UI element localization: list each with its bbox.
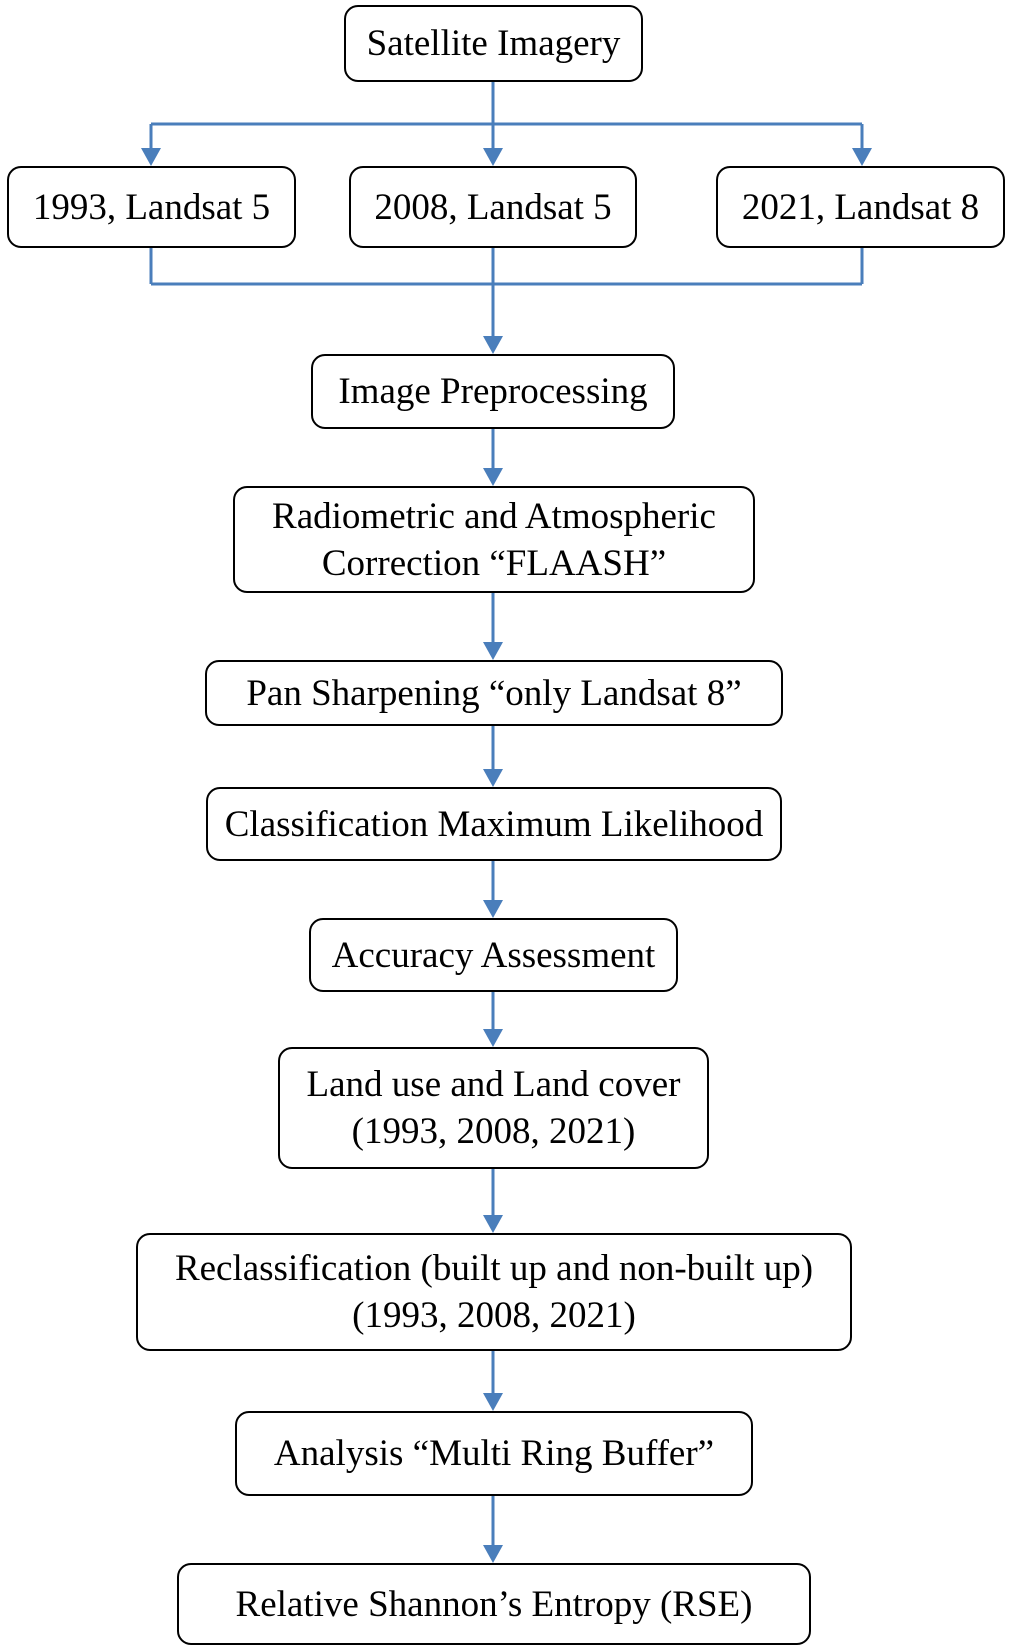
- pan-sharpening-box: Pan Sharpening “only Landsat 8”: [205, 660, 783, 726]
- arrowhead-to-2021: [852, 148, 872, 166]
- arrowhead-to-2008: [483, 148, 503, 166]
- relative-shannon-entropy-box: Relative Shannon’s Entropy (RSE): [177, 1563, 811, 1645]
- multi-ring-buffer-label: Analysis “Multi Ring Buffer”: [273, 1433, 715, 1474]
- landsat-2008-label: 2008, Landsat 5: [374, 186, 612, 228]
- radiometric-correction-box: Radiometric and Atmospheric Correction “…: [233, 486, 755, 593]
- arrowhead-to-analysis: [483, 1393, 503, 1411]
- landsat-2008-box: 2008, Landsat 5: [349, 166, 637, 248]
- accuracy-assessment-label: Accuracy Assessment: [331, 934, 656, 976]
- pan-sharpening-label: Pan Sharpening “only Landsat 8”: [246, 672, 742, 714]
- arrowhead-to-landuse: [483, 1029, 503, 1047]
- reclassification-line2: (1993, 2008, 2021): [352, 1295, 636, 1336]
- radiometric-correction-line2: Correction “FLAASH”: [321, 542, 667, 584]
- classification-box: Classification Maximum Likelihood: [206, 787, 782, 861]
- land-use-land-cover-box: Land use and Land cover (1993, 2008, 202…: [278, 1047, 709, 1169]
- satellite-imagery-label: Satellite Imagery: [366, 23, 621, 64]
- satellite-imagery-box: Satellite Imagery: [344, 5, 643, 82]
- accuracy-assessment-box: Accuracy Assessment: [309, 918, 678, 992]
- classification-label: Classification Maximum Likelihood: [224, 803, 764, 845]
- reclassification-box: Reclassification (built up and non-built…: [136, 1233, 852, 1351]
- image-preprocessing-box: Image Preprocessing: [311, 354, 675, 429]
- multi-ring-buffer-box: Analysis “Multi Ring Buffer”: [235, 1411, 753, 1496]
- landsat-1993-box: 1993, Landsat 5: [7, 166, 296, 248]
- arrowhead-to-reclass: [483, 1215, 503, 1233]
- image-preprocessing-label: Image Preprocessing: [338, 371, 648, 412]
- arrowhead-to-rse: [483, 1545, 503, 1563]
- relative-shannon-entropy-label: Relative Shannon’s Entropy (RSE): [235, 1583, 753, 1625]
- arrowhead-to-preprocessing: [483, 336, 503, 354]
- arrowhead-to-radiometric: [483, 468, 503, 486]
- land-use-land-cover-line1: Land use and Land cover: [306, 1064, 681, 1105]
- landsat-2021-label: 2021, Landsat 8: [741, 186, 980, 228]
- land-use-land-cover-line2: (1993, 2008, 2021): [351, 1111, 636, 1152]
- arrowhead-to-accuracy: [483, 900, 503, 918]
- arrowhead-to-pan: [483, 642, 503, 660]
- radiometric-correction-line1: Radiometric and Atmospheric: [272, 495, 716, 537]
- landsat-2021-box: 2021, Landsat 8: [716, 166, 1005, 248]
- landsat-1993-label: 1993, Landsat 5: [32, 186, 271, 228]
- arrowhead-to-classification: [483, 769, 503, 787]
- arrowhead-to-1993: [141, 148, 161, 166]
- reclassification-line1: Reclassification (built up and non-built…: [174, 1248, 814, 1289]
